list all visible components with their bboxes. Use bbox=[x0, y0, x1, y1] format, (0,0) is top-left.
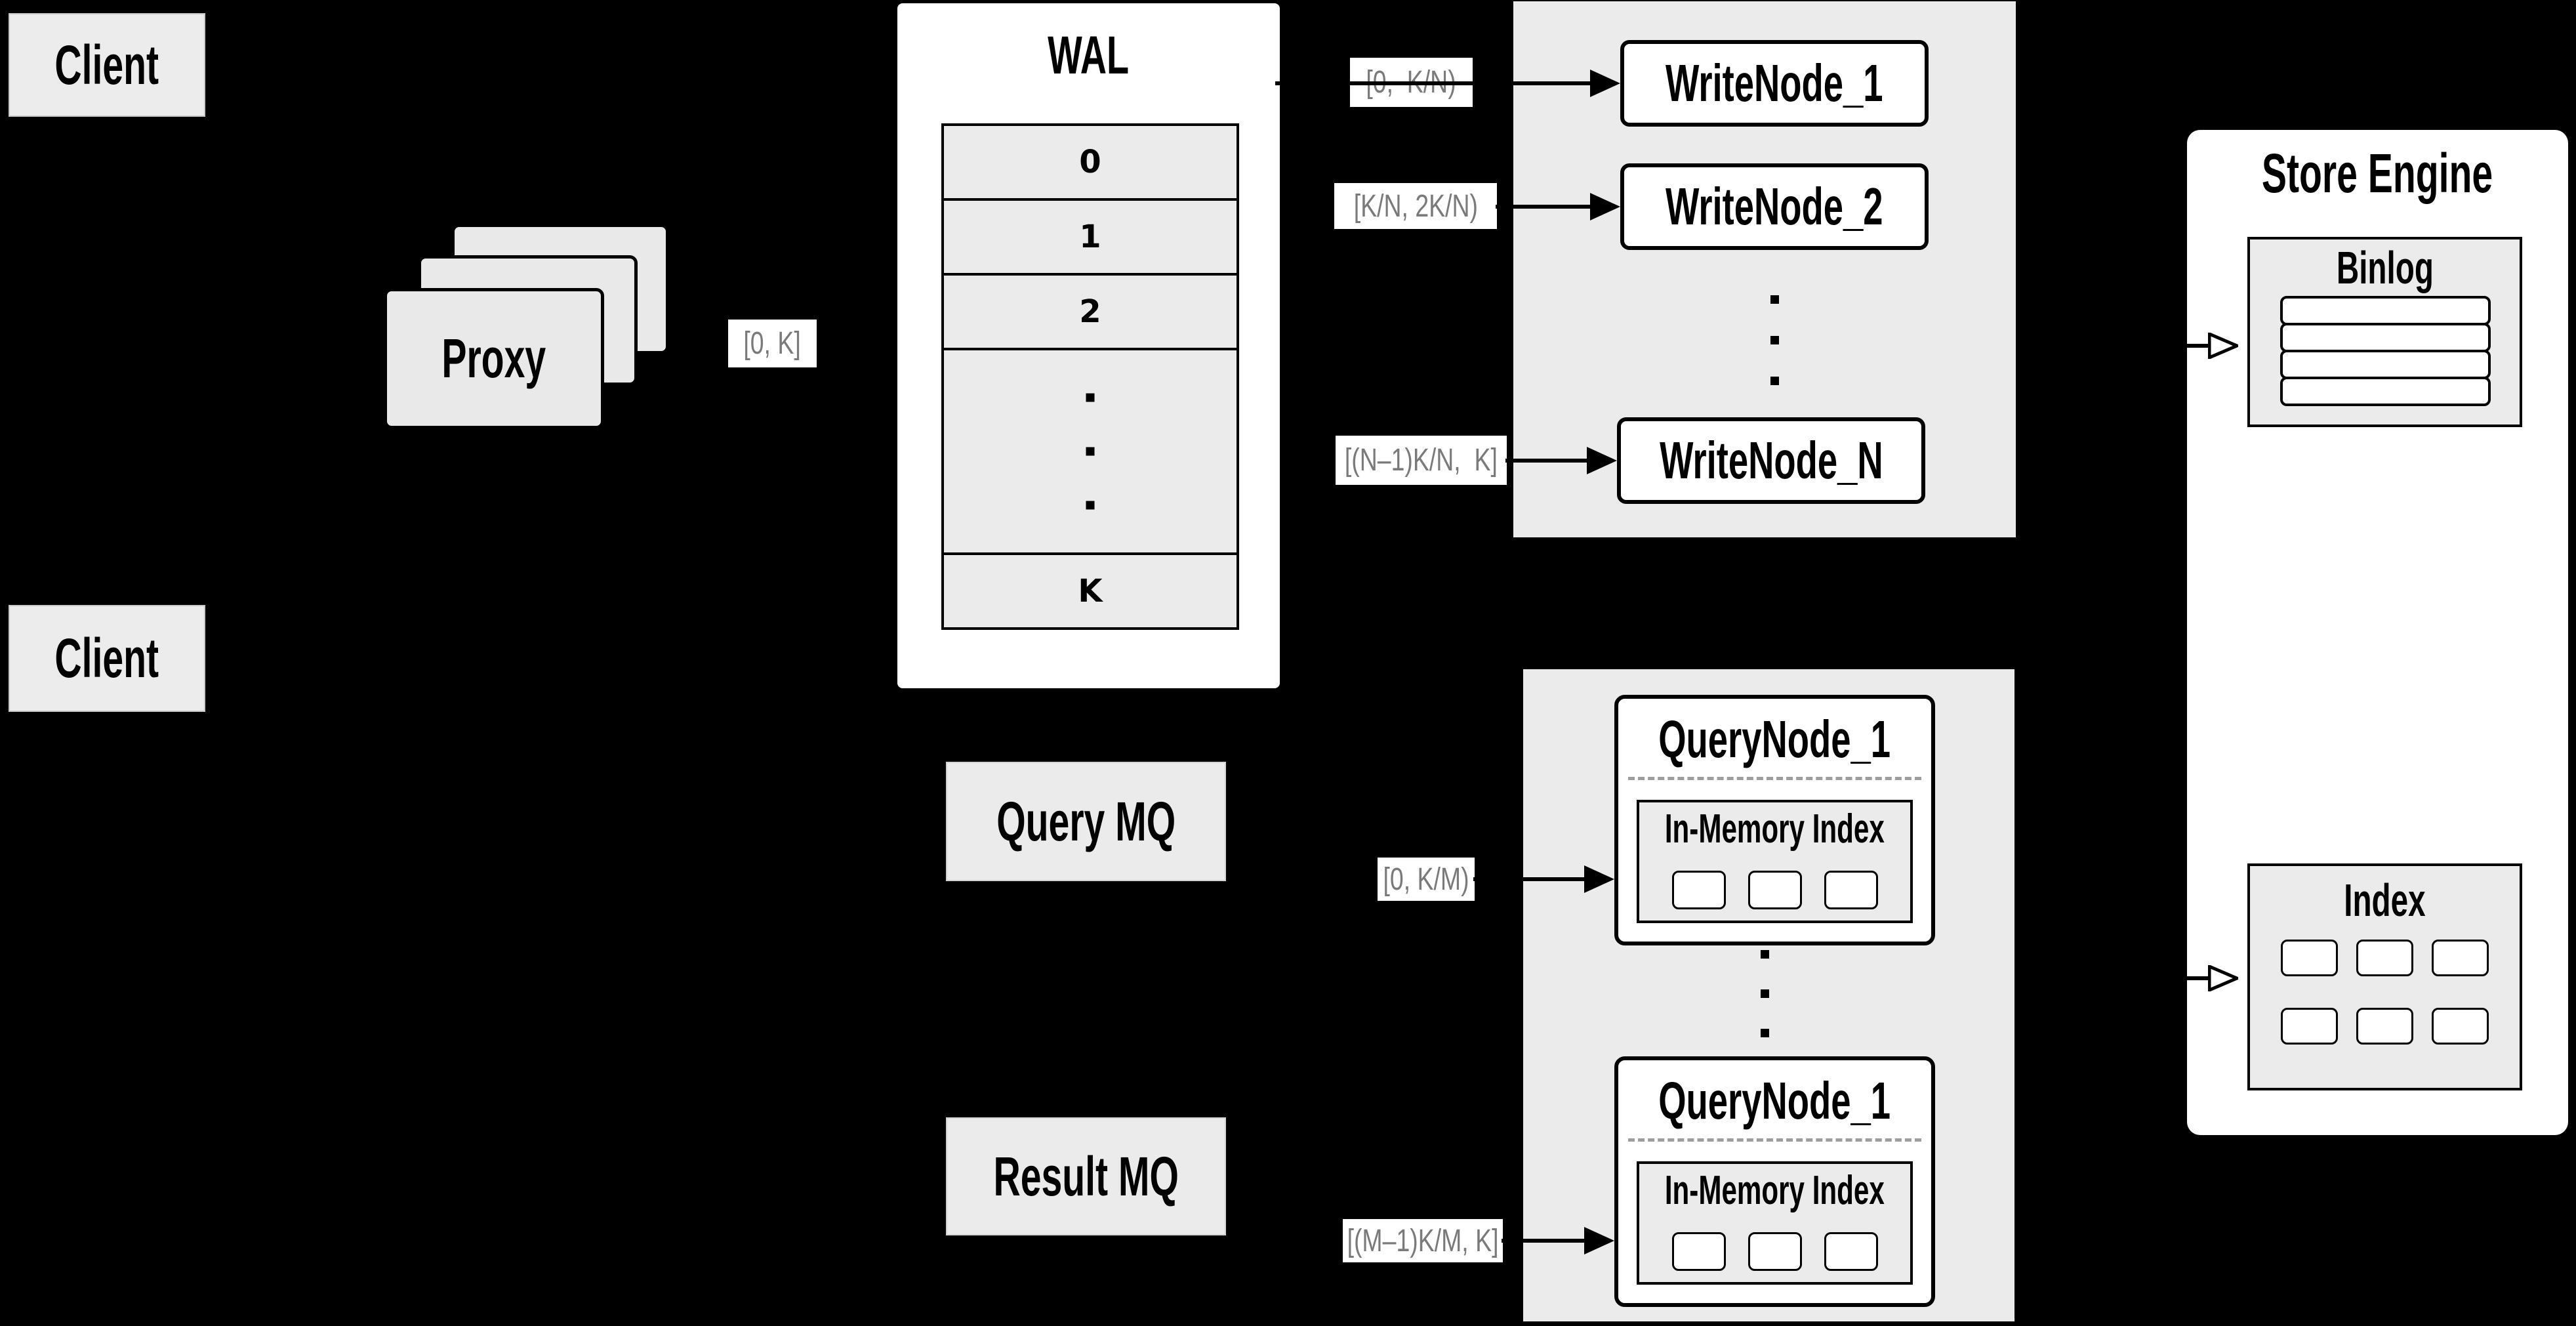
result-mq-box: Result MQ bbox=[946, 1117, 1226, 1235]
wal-box: WAL 0 1 2 K bbox=[897, 3, 1280, 688]
wal-segment-0: 0 bbox=[944, 126, 1237, 198]
client-label: Client bbox=[54, 33, 159, 96]
wal-segment-ellipsis bbox=[944, 350, 1237, 552]
store-index-title: Index bbox=[2344, 875, 2426, 926]
index-cell bbox=[2356, 940, 2413, 976]
wal-segment-1: 1 bbox=[944, 201, 1237, 273]
query-node-title: QueryNode_1 bbox=[1658, 710, 1891, 768]
vertical-ellipsis-icon bbox=[1086, 393, 1095, 510]
store-index-cell-row bbox=[2250, 940, 2520, 976]
binlog-row bbox=[2280, 323, 2491, 352]
arrowhead-writenoden-icon bbox=[1587, 447, 1617, 474]
range-label-write-2: [K/N, 2K/N) bbox=[1334, 183, 1497, 229]
wal-segment-2: 2 bbox=[944, 276, 1237, 348]
arrow-into-index bbox=[2171, 976, 2211, 980]
in-memory-index-title: In-Memory Index bbox=[1665, 806, 1885, 852]
vertical-ellipsis-icon bbox=[1770, 336, 1779, 344]
store-index-cell-row bbox=[2250, 1008, 2520, 1045]
index-cell-row bbox=[1639, 871, 1910, 909]
wal-segment-table: 0 1 2 K bbox=[941, 123, 1239, 630]
arrow-wal-writenode1 bbox=[1275, 81, 1593, 85]
in-memory-index-box: In-Memory Index bbox=[1637, 1161, 1913, 1285]
binlog-row-stack bbox=[2280, 296, 2491, 406]
arrowhead-writenode2-icon bbox=[1590, 193, 1620, 220]
dashed-divider bbox=[1628, 1138, 1921, 1142]
open-arrowhead-index-icon bbox=[2208, 965, 2238, 991]
write-node-2-box: WriteNode_2 bbox=[1620, 163, 1929, 250]
query-mq-box: Query MQ bbox=[946, 762, 1226, 881]
vertical-ellipsis-icon bbox=[1770, 295, 1779, 304]
client-label: Client bbox=[54, 627, 159, 689]
arrow-wal-writenoden bbox=[1505, 459, 1587, 463]
proxy-label: Proxy bbox=[441, 327, 546, 389]
index-cell bbox=[2356, 1008, 2413, 1045]
query-node-bottom-box: QueryNode_1 In-Memory Index bbox=[1614, 1056, 1935, 1307]
index-cell bbox=[1824, 1232, 1878, 1271]
index-cell bbox=[2281, 940, 2338, 976]
client-box-bottom: Client bbox=[9, 605, 205, 712]
index-cell bbox=[2432, 940, 2489, 976]
binlog-row bbox=[2280, 377, 2491, 406]
wal-segment-k: K bbox=[944, 555, 1237, 627]
proxy-card-front: Proxy bbox=[384, 288, 604, 429]
vertical-ellipsis-icon bbox=[1761, 1029, 1769, 1037]
binlog-box: Binlog bbox=[2247, 237, 2522, 427]
arrowhead-querynode-bottom-icon bbox=[1584, 1227, 1614, 1254]
vertical-ellipsis-icon bbox=[1761, 989, 1769, 998]
query-node-top-box: QueryNode_1 In-Memory Index bbox=[1614, 695, 1935, 945]
index-cell-row bbox=[1639, 1232, 1910, 1271]
arrow-wal-writenode2 bbox=[1496, 205, 1593, 209]
arrow-querymq-querynode bbox=[1473, 877, 1586, 881]
index-cell bbox=[1671, 871, 1726, 909]
index-cell bbox=[2432, 1008, 2489, 1045]
write-node-n-box: WriteNode_N bbox=[1617, 417, 1925, 504]
in-memory-index-box: In-Memory Index bbox=[1637, 800, 1913, 923]
client-box-top: Client bbox=[9, 13, 205, 117]
index-cell bbox=[1824, 871, 1878, 909]
vertical-ellipsis-icon bbox=[1761, 950, 1769, 959]
store-index-box: Index bbox=[2247, 863, 2522, 1090]
store-engine-box: Store Engine Binlog Index bbox=[2187, 130, 2568, 1135]
binlog-title: Binlog bbox=[2336, 242, 2434, 293]
arrow-resultmq-querynode bbox=[1502, 1239, 1587, 1243]
in-memory-index-title: In-Memory Index bbox=[1665, 1167, 1885, 1213]
store-engine-title: Store Engine bbox=[2262, 142, 2493, 204]
range-label-proxy-out: [0, K] bbox=[728, 320, 817, 367]
query-node-title: QueryNode_1 bbox=[1658, 1071, 1891, 1130]
arrowhead-writenode1-icon bbox=[1590, 70, 1620, 97]
vertical-ellipsis-icon bbox=[1770, 377, 1779, 385]
range-label-query-1: [0, K/M) bbox=[1378, 858, 1475, 901]
binlog-row bbox=[2280, 350, 2491, 379]
index-cell bbox=[1671, 1232, 1726, 1271]
wal-title: WAL bbox=[1048, 26, 1130, 85]
arrowhead-querynode-top-icon bbox=[1584, 865, 1614, 893]
range-label-write-n: [(N–1)K/N, K] bbox=[1336, 436, 1507, 485]
index-cell bbox=[2281, 1008, 2338, 1045]
index-cell bbox=[1748, 1232, 1802, 1271]
index-cell bbox=[1748, 871, 1802, 909]
binlog-row bbox=[2280, 296, 2491, 325]
write-node-1-box: WriteNode_1 bbox=[1620, 40, 1929, 127]
arrow-into-binlog bbox=[2171, 344, 2211, 348]
range-label-query-m: [(M–1)K/M, K] bbox=[1343, 1219, 1503, 1262]
dashed-divider bbox=[1628, 777, 1921, 780]
open-arrowhead-binlog-icon bbox=[2208, 333, 2238, 359]
